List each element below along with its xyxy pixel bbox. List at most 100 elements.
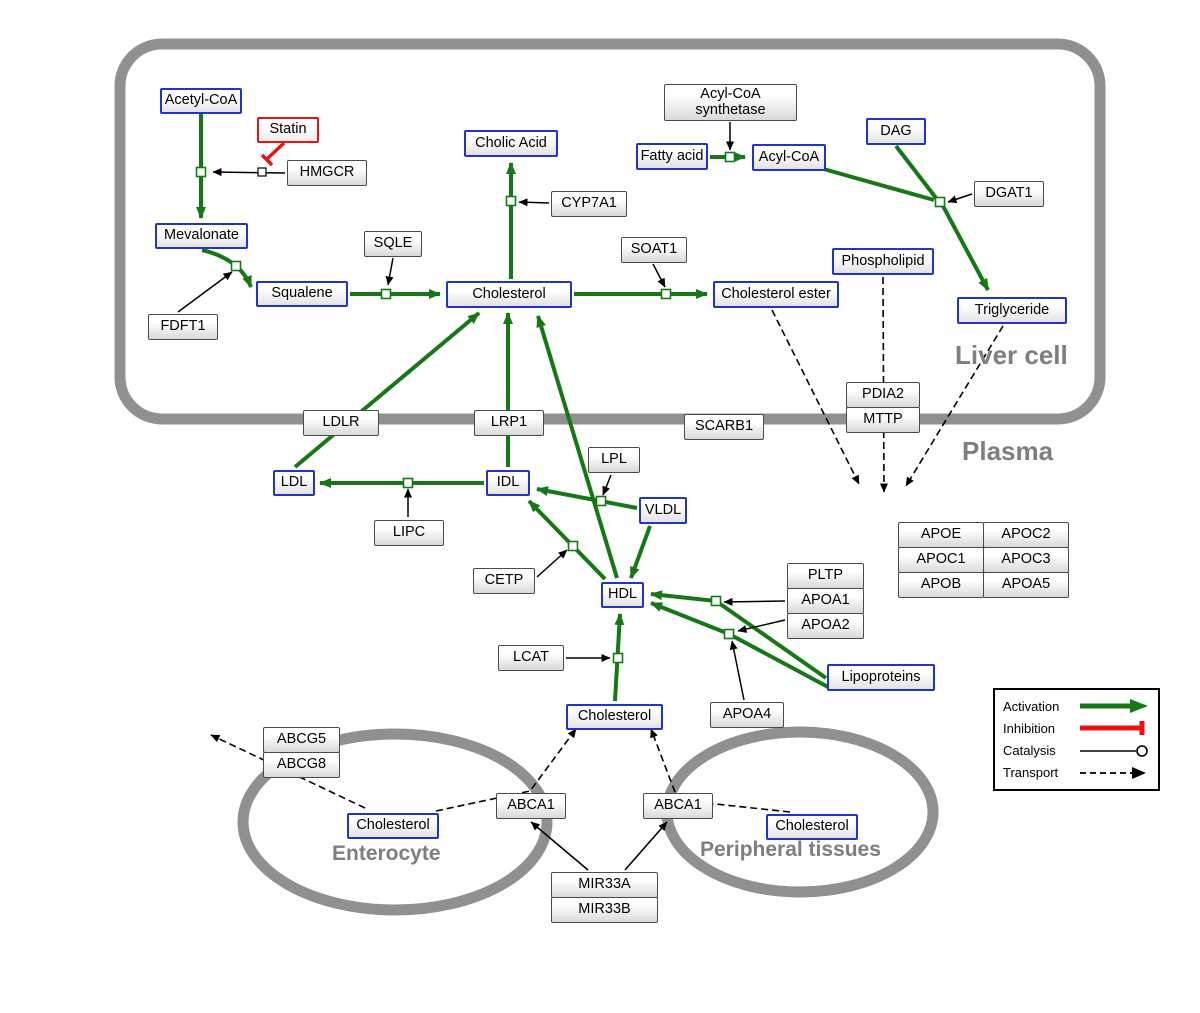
node-label: LIPC	[392, 524, 426, 541]
node-abcg5[interactable]: ABCG5	[263, 727, 340, 753]
edge-mir33-to-abca1-peripheral	[624, 821, 668, 871]
node-lrp1[interactable]: LRP1	[474, 410, 544, 436]
node-pltp[interactable]: PLTP	[787, 563, 864, 589]
edge-dgat1-node-to-triglyceride	[941, 205, 990, 291]
node-label: CETP	[484, 572, 524, 589]
node-apoc3[interactable]: APOC3	[983, 547, 1069, 573]
edge-soat1-catalysis	[652, 263, 666, 288]
edge-triglyceride-to-plasma	[905, 325, 1004, 487]
node-triglyceride[interactable]: Triglyceride	[957, 297, 1067, 324]
node-pdia2[interactable]: PDIA2	[846, 382, 920, 408]
node-cholesterol-plasma[interactable]: Cholesterol	[566, 704, 663, 730]
node-ldl[interactable]: LDL	[273, 470, 315, 496]
node-abcg8[interactable]: ABCG8	[263, 752, 340, 778]
node-mir33a[interactable]: MIR33A	[551, 872, 658, 898]
edge-vldl-to-hdl	[629, 525, 652, 579]
node-acyl-coa[interactable]: Acyl-CoA	[752, 144, 826, 171]
node-lcat[interactable]: LCAT	[498, 645, 564, 671]
node-label: APOE	[920, 526, 962, 543]
node-apoa2[interactable]: APOA2	[787, 613, 864, 639]
node-label: Acyl-CoA synthetase	[695, 86, 766, 118]
node-label: MIR33B	[578, 901, 631, 918]
inhibition-edge	[260, 141, 286, 167]
node-apoa1[interactable]: APOA1	[787, 588, 864, 614]
node-cholesterol-enterocyte[interactable]: Cholesterol	[347, 813, 439, 839]
statin-inhibition-tbar	[260, 153, 274, 167]
node-label: VLDL	[644, 501, 682, 518]
node-label: Cholesterol	[775, 818, 849, 835]
node-lipc[interactable]: LIPC	[374, 520, 444, 546]
node-hmgcr[interactable]: HMGCR	[287, 160, 367, 186]
legend-catalysis-label: Catalysis	[1003, 743, 1056, 759]
node-apoa4[interactable]: APOA4	[710, 702, 784, 728]
edge-cetp-catalysis	[536, 549, 568, 578]
node-abca1-enterocyte[interactable]: ABCA1	[496, 793, 566, 819]
catalysis-edges	[177, 122, 973, 701]
node-cetp[interactable]: CETP	[473, 568, 535, 594]
compartment-shapes	[114, 38, 1106, 916]
node-abca1-peripheral[interactable]: ABCA1	[643, 793, 713, 819]
enterocyte-label: Enterocyte	[332, 842, 441, 865]
node-apoa5[interactable]: APOA5	[983, 572, 1069, 598]
node-acyl-coa-synthetase[interactable]: Acyl-CoA synthetase	[664, 84, 797, 121]
liver-cell-label: Liver cell	[955, 340, 1068, 370]
catalysis-circle-icon	[1080, 744, 1148, 757]
node-label: Fatty acid	[640, 147, 704, 164]
node-ldlr[interactable]: LDLR	[303, 410, 379, 436]
node-dgat1[interactable]: DGAT1	[974, 181, 1044, 207]
node-sqle[interactable]: SQLE	[364, 231, 422, 257]
node-label: IDL	[496, 474, 520, 491]
node-dag[interactable]: DAG	[866, 118, 926, 145]
node-vldl[interactable]: VLDL	[639, 497, 687, 524]
node-apob[interactable]: APOB	[898, 572, 984, 598]
edge-hdl-to-idl	[527, 499, 607, 581]
node-mir33b[interactable]: MIR33B	[551, 897, 658, 923]
node-hdl[interactable]: HDL	[601, 582, 644, 608]
node-label: HMGCR	[299, 164, 355, 181]
node-mevalonate[interactable]: Mevalonate	[155, 223, 248, 249]
node-lipoproteins[interactable]: Lipoproteins	[827, 664, 935, 691]
node-label: APOA5	[1001, 576, 1051, 593]
edge-vldl-to-idl	[536, 486, 638, 510]
node-fdft1[interactable]: FDFT1	[148, 314, 218, 340]
node-label: APOB	[920, 576, 962, 593]
node-fatty-acid[interactable]: Fatty acid	[636, 143, 708, 170]
node-cholesterol-peripheral[interactable]: Cholesterol	[766, 814, 858, 840]
node-idl[interactable]: IDL	[486, 470, 530, 496]
node-acetyl-coa[interactable]: Acetyl-CoA	[160, 88, 242, 114]
node-label: Cholic Acid	[475, 134, 547, 151]
node-apoe[interactable]: APOE	[898, 522, 984, 548]
edge-hdl-to-liver-cholesterol	[536, 315, 619, 579]
node-apoc2[interactable]: APOC2	[983, 522, 1069, 548]
transport-dashed-arrow-icon	[1080, 766, 1146, 779]
reaction-node-squares	[195, 151, 946, 664]
node-label: Squalene	[271, 285, 333, 302]
node-cholic-acid[interactable]: Cholic Acid	[464, 130, 558, 157]
edge-apoa4-catalysis	[729, 640, 745, 701]
node-cyp7a1[interactable]: CYP7A1	[551, 191, 627, 217]
edge-cyp7a1-catalysis	[518, 198, 550, 207]
node-label: LRP1	[490, 414, 528, 431]
node-label: Cholesterol	[577, 708, 652, 725]
inhibition-tbar-icon	[1080, 721, 1145, 736]
node-phospholipid[interactable]: Phospholipid	[832, 248, 934, 275]
node-soat1[interactable]: SOAT1	[621, 237, 687, 263]
edge-lpl-catalysis	[602, 474, 612, 496]
node-apoc1[interactable]: APOC1	[898, 547, 984, 573]
node-squalene[interactable]: Squalene	[256, 281, 348, 307]
node-statin[interactable]: Statin	[257, 117, 319, 143]
node-label: FDFT1	[160, 318, 206, 335]
node-label: Mevalonate	[164, 227, 239, 244]
node-label: ABCG8	[276, 756, 327, 773]
edge-phospholipid-to-plasma	[879, 276, 888, 493]
node-scarb1[interactable]: SCARB1	[684, 414, 764, 440]
node-lpl[interactable]: LPL	[588, 447, 640, 473]
node-label: APOA1	[801, 592, 850, 609]
node-cholesterol-liver[interactable]: Cholesterol	[446, 281, 572, 308]
node-label: APOC2	[1001, 526, 1051, 543]
legend-transport-row: Transport	[1003, 765, 1150, 781]
node-label: Cholesterol ester	[721, 285, 831, 302]
node-mttp[interactable]: MTTP	[846, 407, 920, 433]
node-cholesterol-ester[interactable]: Cholesterol ester	[713, 281, 839, 308]
